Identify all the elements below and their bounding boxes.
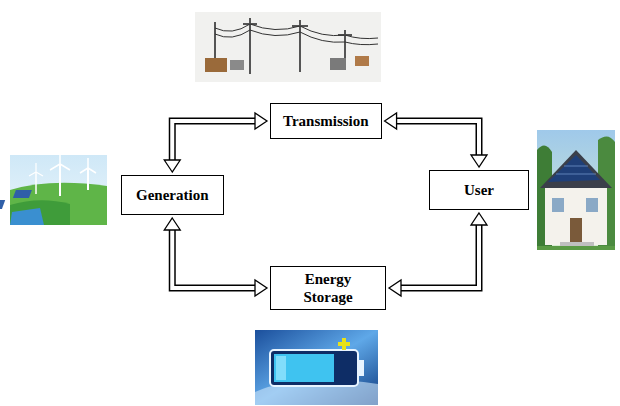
node-label: Generation: [136, 186, 209, 204]
arrow-head: [385, 113, 397, 129]
double-arrow: [164, 218, 267, 296]
power-line-picture-part: [230, 60, 244, 70]
generation-picture-part: [10, 183, 107, 225]
power-line-picture-part: [205, 58, 227, 72]
generation-picture-part: [87, 168, 89, 190]
house-picture-part: [564, 166, 588, 167]
arrow-head: [164, 160, 180, 172]
arrow-shaft-outline: [396, 121, 479, 156]
house-picture-part: [540, 150, 612, 188]
battery-picture-part: [358, 360, 364, 376]
house-picture-part: [570, 218, 582, 245]
double-arrow: [385, 113, 487, 167]
house-picture-part: [552, 198, 564, 212]
battery-picture-part: [274, 354, 334, 382]
house-picture: [537, 130, 615, 250]
arrow-head: [471, 155, 487, 167]
generation-picture-part: [0, 200, 5, 209]
double-arrow: [164, 113, 267, 172]
generation-picture-part: [29, 163, 43, 176]
house-picture-part: [548, 155, 600, 182]
transmission-box: Transmission: [270, 103, 382, 139]
storage-box: Energy Storage: [270, 266, 386, 310]
arrow-shaft-fill: [172, 121, 256, 161]
arrow-heads: [385, 113, 487, 167]
user-box: User: [429, 170, 529, 210]
house-picture-part: [545, 185, 607, 245]
power-line-picture-part: [215, 24, 378, 39]
arrow-head: [255, 280, 267, 296]
battery-picture-part: [342, 338, 346, 350]
power-line-picture-part: [195, 12, 381, 82]
generation-picture-part: [35, 172, 37, 194]
power-line-picture: [195, 12, 381, 82]
battery-picture-part: [276, 356, 286, 380]
power-line-picture-part: [330, 58, 346, 70]
generation-picture-part: [10, 200, 70, 225]
arrow-head: [471, 213, 487, 225]
generation-picture-part: [50, 152, 70, 170]
arrow-shaft-fill: [172, 229, 256, 288]
node-label: User: [464, 181, 494, 199]
arrow-head: [164, 218, 180, 230]
battery-picture-part: [270, 350, 358, 386]
arrow-heads: [164, 218, 267, 296]
node-label: Energy Storage: [279, 270, 377, 306]
arrow-head: [389, 280, 401, 296]
house-picture-part: [586, 198, 598, 212]
generation-picture-part: [59, 164, 61, 196]
double-arrow: [389, 213, 487, 296]
arrow-shaft-fill: [400, 224, 479, 288]
arrow-heads: [389, 213, 487, 296]
power-line-picture-part: [215, 30, 378, 45]
arrow-head: [255, 113, 267, 129]
power-line-picture-part: [355, 56, 369, 66]
arrow-shaft-outline: [172, 121, 256, 161]
node-label: Transmission: [283, 112, 369, 130]
arrow-shaft-fill: [396, 121, 479, 156]
battery-picture: [255, 330, 378, 405]
generation-picture: [0, 152, 107, 225]
generation-picture-part: [10, 208, 44, 225]
generation-picture-part: [80, 158, 96, 173]
power-line-picture-part: [299, 20, 301, 72]
arrow-shaft-outline: [400, 224, 479, 288]
generation-picture-part: [13, 190, 32, 198]
power-line-picture-part: [249, 18, 251, 74]
house-picture-part: [556, 174, 596, 175]
arrow-heads: [164, 113, 267, 172]
house-picture-part: [537, 130, 615, 250]
battery-picture-part: [255, 330, 378, 405]
generation-box: Generation: [121, 175, 224, 215]
arrow-shaft-outline: [172, 229, 256, 288]
house-picture-part: [537, 246, 615, 250]
